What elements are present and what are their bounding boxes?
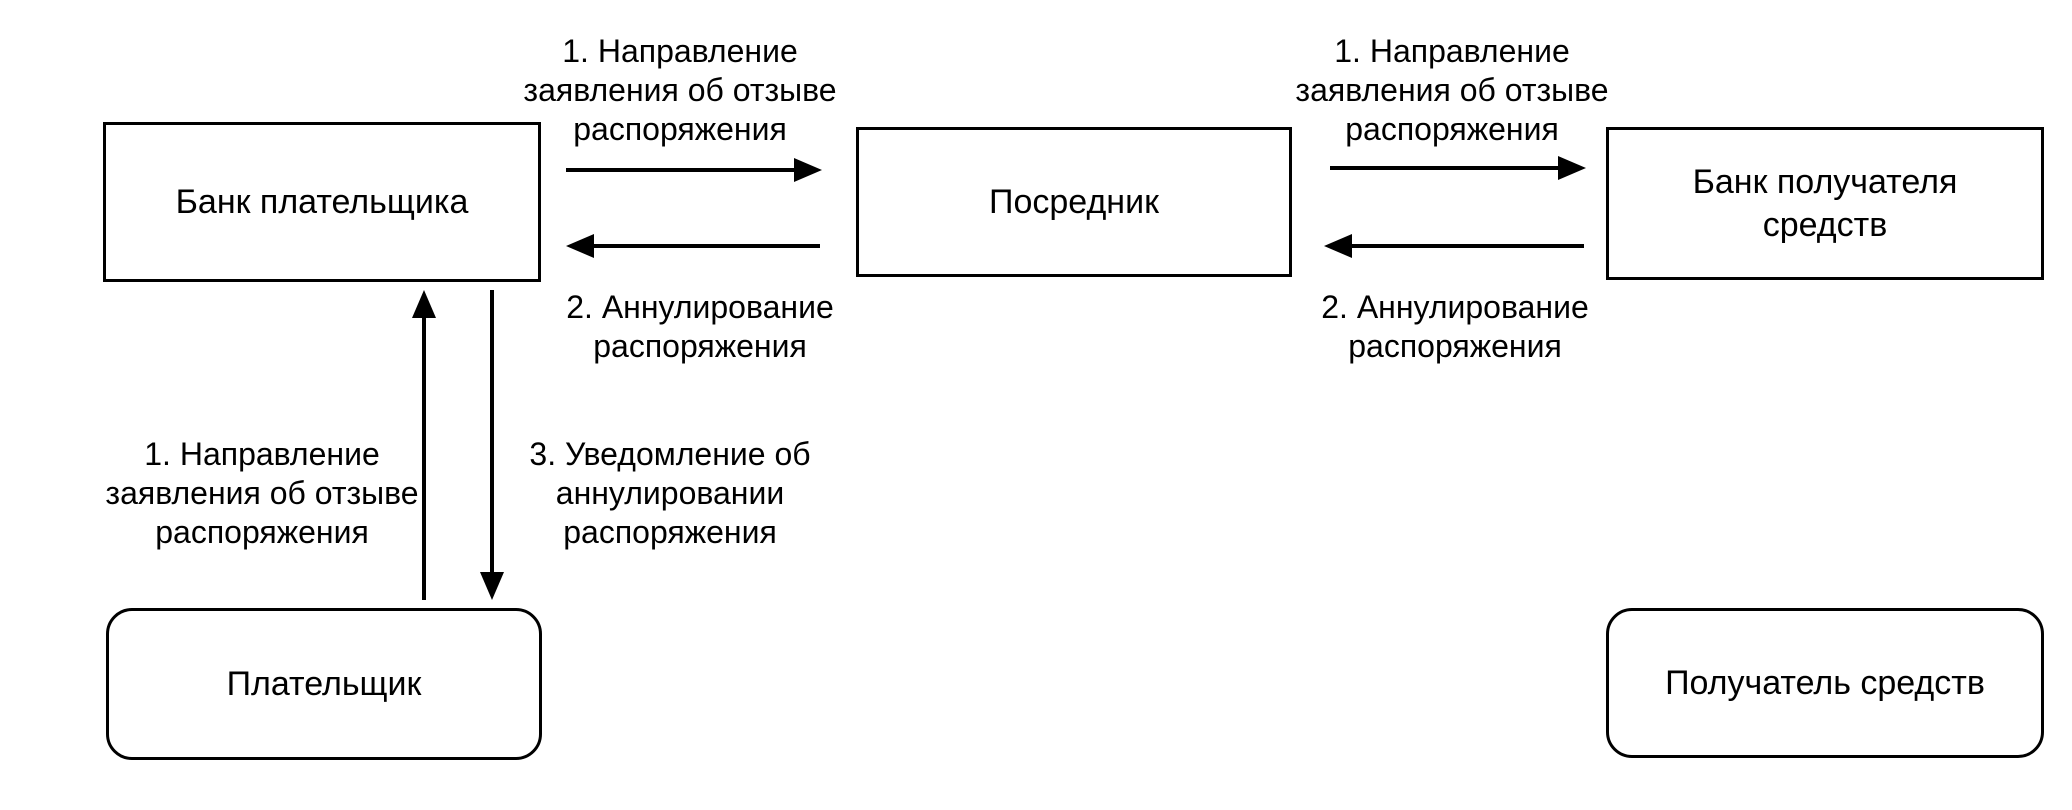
edge-label-payerbank-to-intermediary: 1. Направление заявления об отзыве распо… (523, 33, 837, 148)
node-intermediary-label: Посредник (989, 182, 1159, 221)
node-recipient-bank: Банк получателя средств (1606, 127, 2044, 280)
edge-label-payerbank-to-payer: 3. Уведомление об аннулировании распоряж… (529, 436, 811, 551)
arrow-payer-to-payerbank (412, 290, 436, 600)
edge-label-payer-to-payerbank: 1. Направление заявления об отзыве распо… (105, 436, 419, 551)
node-payer-bank-label: Банк плательщика (175, 182, 469, 221)
node-recipient: Получатель средств (1606, 608, 2044, 758)
node-payer-bank: Банк плательщика (103, 122, 541, 282)
edge-label-recipientbank-to-intermediary: 2. Аннулирование распоряжения (1321, 289, 1589, 365)
node-payer-label: Плательщик (226, 664, 422, 703)
arrow-payerbank-to-intermediary (566, 158, 822, 182)
node-recipient-bank-label: Банк получателя средств (1692, 163, 1958, 244)
arrow-payerbank-to-payer (480, 290, 504, 600)
arrow-intermediary-to-payerbank (566, 234, 820, 258)
edge-label-intermediary-to-recipientbank: 1. Направление заявления об отзыве распо… (1295, 33, 1609, 148)
edge-label-intermediary-to-payerbank: 2. Аннулирование распоряжения (566, 289, 834, 365)
node-payer: Плательщик (106, 608, 542, 760)
arrow-recipientbank-to-intermediary (1324, 234, 1584, 258)
arrow-intermediary-to-recipientbank (1330, 156, 1586, 180)
node-intermediary: Посредник (856, 127, 1292, 277)
node-recipient-label: Получатель средств (1665, 663, 1985, 702)
